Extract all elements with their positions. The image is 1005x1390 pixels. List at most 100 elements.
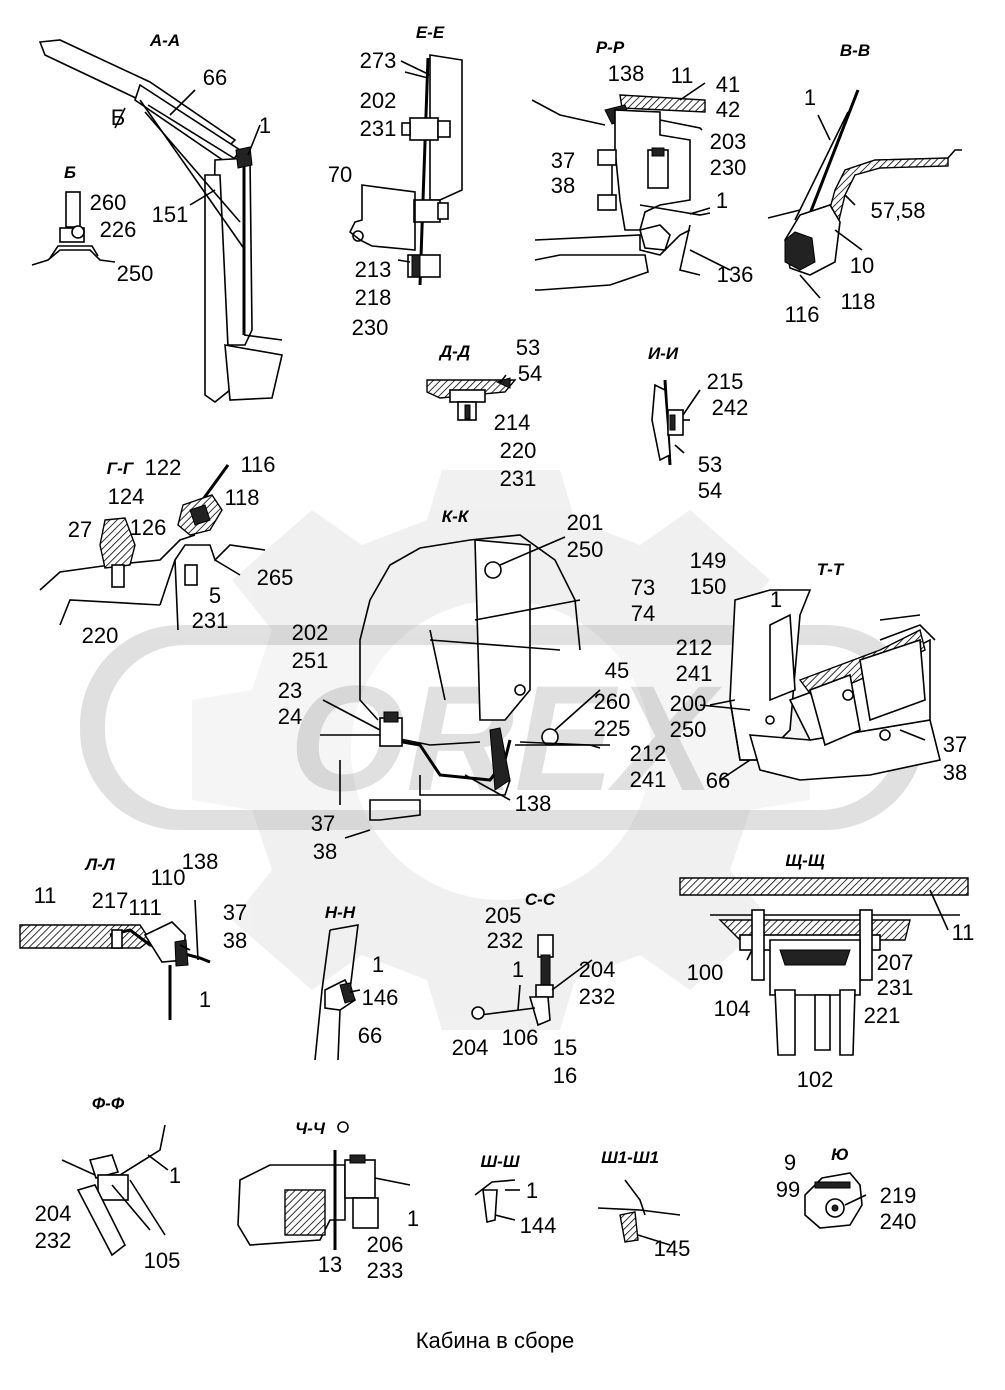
section-title: Д-Д [438, 342, 470, 361]
part-number-label: 1 [526, 1178, 538, 1203]
part-number-label: 207 [877, 950, 914, 975]
part-number-label: 138 [515, 791, 552, 816]
part-number-label: 24 [278, 704, 302, 729]
part-number-label: 144 [520, 1213, 557, 1238]
part-number-label: 16 [553, 1063, 577, 1088]
section-b [31, 191, 116, 266]
section-d-d [426, 377, 517, 421]
section-title: Ш1-Ш1 [601, 1148, 659, 1167]
part-number-label: 232 [487, 928, 524, 953]
part-number-label: 37 [311, 811, 335, 836]
part-number-label: Б [111, 105, 125, 130]
part-number-label: 251 [292, 648, 329, 673]
part-number-label: 45 [605, 658, 629, 683]
part-number-label: 250 [567, 537, 604, 562]
part-number-label: 13 [318, 1252, 342, 1277]
part-number-label: 231 [360, 116, 397, 141]
part-number-label: 206 [367, 1232, 404, 1257]
part-number-label: 218 [355, 285, 392, 310]
section-title: Ш-Ш [481, 1152, 520, 1171]
part-number-label: 104 [714, 996, 751, 1021]
section-title: В-В [840, 41, 870, 60]
part-number-label: 23 [278, 678, 302, 703]
section-title: Ф-Ф [92, 1094, 125, 1113]
section-title: Ю [831, 1145, 849, 1164]
part-number-label: 204 [452, 1035, 489, 1060]
part-number-label: 38 [943, 760, 967, 785]
part-number-label: 37 [943, 732, 967, 757]
part-number-label: 27 [68, 517, 92, 542]
part-number-label: 1 [770, 587, 782, 612]
part-number-label: 149 [690, 548, 727, 573]
part-number-label: 1 [169, 1163, 181, 1188]
part-number-label: 146 [362, 985, 399, 1010]
section-sh-sh-labels: Ш-Ш 1 144 [481, 1152, 557, 1238]
section-yu [804, 1172, 863, 1229]
part-number-label: 53 [698, 452, 722, 477]
part-number-label: 1 [259, 113, 271, 138]
part-number-label: 38 [223, 928, 247, 953]
part-number-label: 242 [712, 395, 749, 420]
part-number-label: 215 [707, 369, 744, 394]
part-number-label: 200 [670, 691, 707, 716]
section-e-e [348, 54, 463, 286]
section-sh-sh [474, 1179, 516, 1223]
part-number-label: 231 [500, 466, 537, 491]
section-ch-ch [237, 1121, 411, 1250]
part-number-label: 221 [864, 1003, 901, 1028]
part-number-label: 37 [551, 148, 575, 173]
part-number-label: 213 [355, 257, 392, 282]
section-title: Н-Н [325, 903, 356, 922]
part-number-label: 73 [631, 575, 655, 600]
part-number-label: 122 [145, 455, 182, 480]
part-number-label: 212 [676, 635, 713, 660]
part-number-label: 260 [594, 689, 631, 714]
section-title: Л-Л [83, 855, 114, 874]
part-number-label: 42 [716, 97, 740, 122]
part-number-label: 70 [328, 162, 352, 187]
part-number-label: 1 [716, 188, 728, 213]
part-number-label: 38 [551, 173, 575, 198]
part-number-label: 54 [518, 361, 542, 386]
part-number-label: 106 [502, 1025, 539, 1050]
part-number-label: 99 [776, 1177, 800, 1202]
part-number-label: 260 [90, 190, 127, 215]
section-a-a [38, 39, 283, 403]
part-number-label: 118 [840, 289, 875, 314]
part-number-label: 202 [292, 620, 329, 645]
part-number-label: 110 [150, 865, 185, 890]
part-number-label: 1 [407, 1206, 419, 1231]
part-number-label: 203 [710, 129, 747, 154]
section-l-l [19, 899, 211, 1020]
part-number-label: 66 [203, 65, 227, 90]
section-title: И-И [648, 344, 679, 363]
part-number-label: 150 [690, 574, 727, 599]
section-i-i [651, 379, 690, 466]
part-number-label: 214 [494, 410, 531, 435]
part-number-label: 1 [199, 987, 211, 1012]
part-number-label: 100 [687, 960, 724, 985]
part-number-label: 226 [100, 217, 137, 242]
section-sh1-sh1 [597, 1179, 681, 1243]
section-title: К-К [442, 507, 470, 526]
part-number-label: 151 [152, 202, 189, 227]
diagram-caption: Кабина в сборе [416, 1328, 575, 1353]
section-title: Щ-Щ [785, 851, 824, 870]
part-number-label: 204 [579, 957, 616, 982]
section-f-f [61, 1124, 166, 1257]
part-number-label: 57,58 [870, 198, 925, 223]
part-number-label: 37 [223, 900, 247, 925]
part-number-label: 250 [670, 717, 707, 742]
